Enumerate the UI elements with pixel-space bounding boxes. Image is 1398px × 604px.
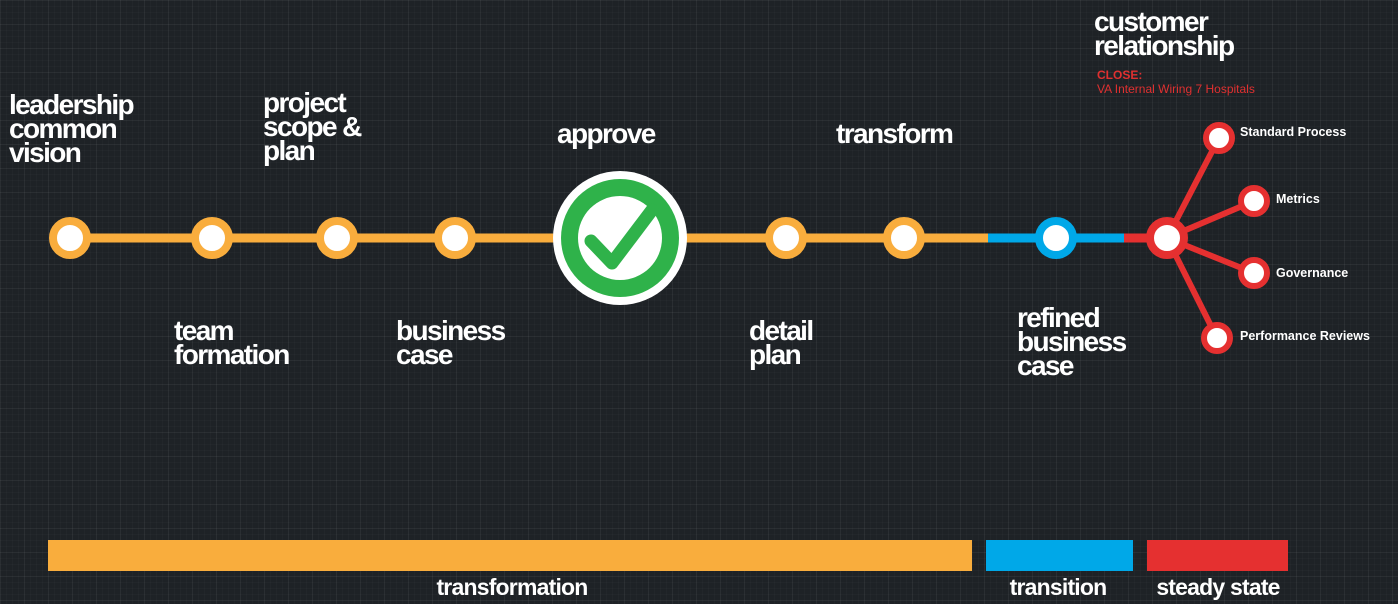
stop-refined	[1035, 217, 1077, 259]
stop-performance-reviews	[1201, 322, 1233, 354]
stop-standard-process	[1203, 122, 1235, 154]
phase-label-transition: transition	[1009, 574, 1108, 600]
milestone-label-leadership: leadership common vision	[9, 89, 135, 168]
stop-business	[434, 217, 476, 259]
phase-bar-steady-state	[1147, 540, 1288, 571]
milestone-label-customer: customer relationship	[1094, 6, 1235, 61]
phase-label-steady-state: steady state	[1156, 574, 1280, 600]
stop-metrics	[1238, 185, 1270, 217]
stop-leadership	[49, 217, 91, 259]
phase-label-transformation: transformation	[436, 574, 588, 600]
stop-customer	[1146, 217, 1188, 259]
milestone-label-project: project scope & plan	[263, 87, 362, 166]
stop-detail	[765, 217, 807, 259]
branch-label-performance-reviews: Performance Reviews	[1240, 329, 1370, 343]
milestone-label-detail: detail plan	[749, 315, 814, 370]
stop-transform	[883, 217, 925, 259]
close-heading: CLOSE:	[1097, 68, 1143, 82]
branch-label-standard-process: Standard Process	[1240, 125, 1347, 139]
phase-bar-transformation	[48, 540, 972, 571]
stop-project	[316, 217, 358, 259]
milestone-label-team: team formation	[174, 315, 290, 370]
stop-governance	[1238, 257, 1270, 289]
stop-team	[191, 217, 233, 259]
milestone-label-approve: approve	[557, 118, 656, 149]
branch-label-metrics: Metrics	[1276, 192, 1320, 206]
checkmark-icon	[553, 171, 687, 305]
milestone-label-transform: transform	[836, 118, 954, 149]
branch-label-governance: Governance	[1276, 266, 1349, 280]
close-text: VA Internal Wiring 7 Hospitals	[1097, 82, 1255, 96]
phase-bar-transition	[986, 540, 1133, 571]
milestone-label-business: business case	[396, 315, 506, 370]
milestone-label-refined: refined business case	[1017, 302, 1127, 381]
